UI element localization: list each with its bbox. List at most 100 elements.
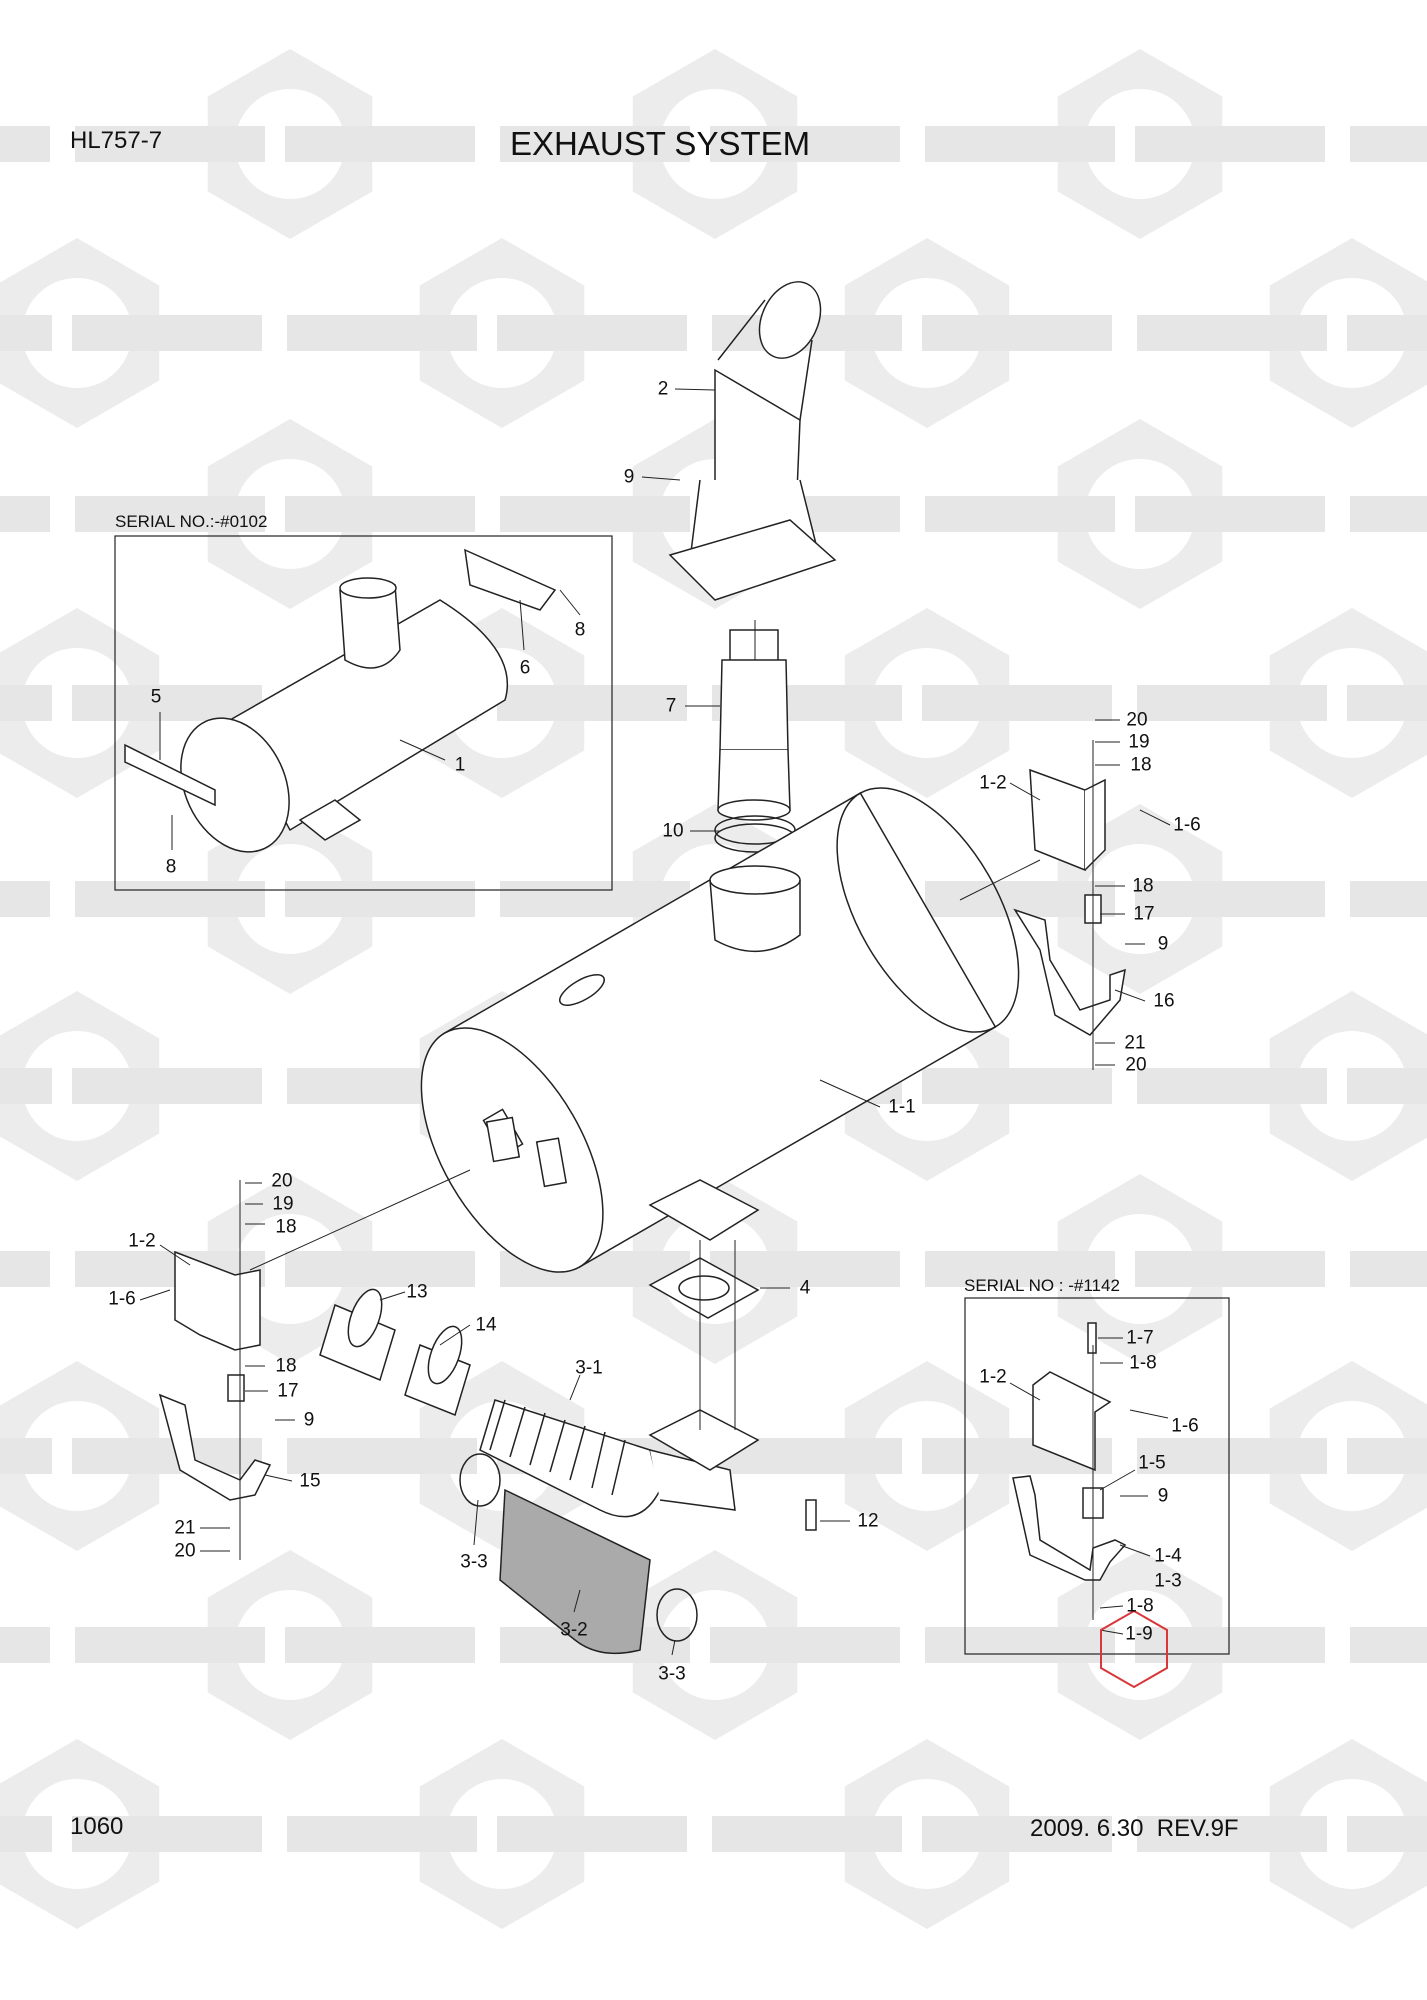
leader-lines — [139, 388, 1171, 1656]
watermark-logo — [75, 419, 475, 609]
inset-frame-0102 — [114, 535, 613, 891]
watermark-logo — [0, 1361, 262, 1551]
part-callout: 20 — [174, 1540, 196, 1562]
part-callout: 1 — [454, 754, 466, 776]
watermark-logo — [712, 1739, 1112, 1929]
exhaust-stack — [668, 281, 837, 601]
part-callout: 20 — [1125, 1054, 1147, 1076]
watermark-logo — [925, 1550, 1325, 1740]
part-callout: 18 — [275, 1355, 297, 1377]
hose-clamp — [459, 1453, 501, 1507]
highlight-hexagon — [1100, 1609, 1168, 1689]
watermark-logo — [1350, 496, 1427, 532]
watermark-logo — [712, 1361, 1112, 1551]
watermark-logo — [1350, 1251, 1427, 1287]
watermark-logo — [0, 1627, 50, 1663]
gasket — [648, 1257, 760, 1319]
watermark-logo — [712, 608, 1112, 798]
part-callout: 1-7 — [1126, 1327, 1154, 1349]
hose-clamp — [656, 1588, 698, 1642]
part-callout: 8 — [165, 856, 177, 878]
part-callout: 3-1 — [575, 1357, 603, 1379]
part-callout: 1-6 — [1173, 814, 1201, 836]
watermark-logo — [500, 1550, 900, 1740]
heat-shield — [499, 1488, 651, 1655]
watermark-logo — [1137, 991, 1427, 1181]
part-callout: 20 — [1126, 709, 1148, 731]
part-callout: 1-8 — [1129, 1352, 1157, 1374]
pipe-13 — [319, 1288, 396, 1382]
part-callout: 18 — [1132, 875, 1154, 897]
part-callout: 21 — [1124, 1032, 1146, 1054]
part-callout: 1-9 — [1125, 1623, 1153, 1645]
watermark-logo — [925, 1174, 1325, 1364]
part-callout: 1-4 — [1154, 1545, 1182, 1567]
part-callout: 19 — [1128, 731, 1150, 753]
watermark-logo — [712, 238, 1112, 428]
watermark-logo — [1137, 608, 1427, 798]
part-callout: 9 — [303, 1409, 315, 1431]
watermark-logo — [1350, 881, 1427, 917]
part-callout: 5 — [150, 686, 162, 708]
bracket-inset-1142 — [1012, 1322, 1127, 1581]
watermark-logo — [925, 49, 1325, 239]
part-callout: 17 — [277, 1380, 299, 1402]
part-callout: 9 — [623, 466, 635, 488]
part-callout: 1-2 — [979, 1366, 1007, 1388]
bracket-right — [1013, 768, 1126, 1036]
muffler-early — [124, 548, 557, 853]
part-callout: 20 — [271, 1170, 293, 1192]
inset-frame-1142 — [964, 1297, 1230, 1655]
part-callout: 10 — [662, 820, 684, 842]
watermark-logo — [0, 881, 50, 917]
bracket-left — [158, 1250, 272, 1501]
watermark-logo — [287, 1739, 687, 1929]
part-callout: 21 — [174, 1517, 196, 1539]
part-callout: 3-3 — [460, 1551, 488, 1573]
part-callout: 2 — [657, 378, 669, 400]
watermark-logo — [75, 49, 475, 239]
part-callout: 14 — [475, 1314, 497, 1336]
bolt-12 — [805, 1499, 817, 1531]
part-callout: 12 — [857, 1510, 879, 1532]
page-title: EXHAUST SYSTEM — [510, 125, 811, 162]
watermark-logo — [1350, 1627, 1427, 1663]
clamp-14 — [404, 1325, 471, 1417]
part-callout: 8 — [574, 619, 586, 641]
part-callout: 19 — [272, 1193, 294, 1215]
part-callout: 15 — [299, 1470, 321, 1492]
watermark-logo — [0, 991, 262, 1181]
revision-date: 2009. 6.30 REV.9F — [1030, 1815, 1239, 1842]
watermark-logo — [0, 1739, 262, 1929]
outlet-flange — [648, 1179, 760, 1241]
watermark-logo — [0, 238, 262, 428]
watermark-logo — [0, 126, 50, 162]
watermark-logo — [1350, 126, 1427, 162]
part-callout: 9 — [1157, 1485, 1169, 1507]
part-callout: 16 — [1153, 990, 1175, 1012]
watermark-logo — [0, 608, 262, 798]
part-callout: 17 — [1133, 903, 1155, 925]
part-callout: 1-6 — [1171, 1415, 1199, 1437]
part-callout: 1-8 — [1126, 1595, 1154, 1617]
flexible-pipe — [479, 1399, 760, 1518]
watermark-logo — [287, 238, 687, 428]
watermark-logo — [500, 49, 900, 239]
watermark-logo — [1137, 1361, 1427, 1551]
part-callout: 4 — [799, 1277, 811, 1299]
watermark-logo — [1137, 1739, 1427, 1929]
watermark-logo — [75, 1550, 475, 1740]
part-callout: 1-6 — [108, 1288, 136, 1310]
part-callout: 18 — [275, 1216, 297, 1238]
adapter-pipe — [717, 629, 791, 821]
part-callout: 1-3 — [1154, 1570, 1182, 1592]
watermark-logo — [925, 419, 1325, 609]
page-number: 1060 — [70, 1813, 124, 1840]
part-callout: 1-1 — [888, 1096, 916, 1118]
watermark-logo — [0, 1251, 50, 1287]
part-callout: 18 — [1130, 754, 1152, 776]
serial-range-label: SERIAL NO : -#1142 — [964, 1276, 1120, 1295]
